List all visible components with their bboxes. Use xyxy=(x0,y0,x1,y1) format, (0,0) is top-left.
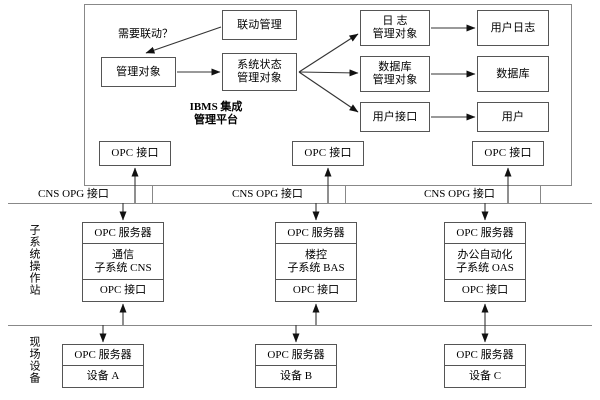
side-label-subsystem-station: 子系统操作站 xyxy=(28,224,40,296)
box-database-object[interactable]: 数据库 管理对象 xyxy=(360,56,430,92)
subsystem-cns[interactable]: OPC 服务器 通信 子系统 CNS OPC 接口 xyxy=(82,222,164,302)
device-b-name: 设备 B xyxy=(256,366,336,387)
device-a[interactable]: OPC 服务器 设备 A xyxy=(62,344,144,388)
platform-opc-interface-1-label: OPC 接口 xyxy=(111,147,159,160)
box-user-interface-object-label: 用户接口 xyxy=(372,110,418,123)
subsystem-bas-name-line2: 子系统 BAS xyxy=(287,261,345,274)
box-database-object-line2: 管理对象 xyxy=(372,74,418,86)
box-managed-object[interactable]: 管理对象 xyxy=(101,57,176,87)
subsystem-cns-server: OPC 服务器 xyxy=(83,223,163,245)
device-a-name: 设备 A xyxy=(63,366,143,387)
box-linkage-manager-label: 联动管理 xyxy=(237,18,282,31)
subsystem-oas-name: 办公自动化 子系统 OAS xyxy=(445,244,525,280)
subsystem-oas-iface-label: OPC 接口 xyxy=(461,283,509,296)
subsystem-oas-server-label: OPC 服务器 xyxy=(456,226,514,239)
bus-separator-2 xyxy=(345,186,346,203)
device-c-name: 设备 C xyxy=(445,366,525,387)
subsystem-bas-name: 楼控 子系统 BAS xyxy=(276,244,356,280)
subsystem-oas-iface: OPC 接口 xyxy=(445,280,525,301)
platform-opc-interface-3[interactable]: OPC 接口 xyxy=(472,141,544,166)
device-c-server: OPC 服务器 xyxy=(445,345,525,367)
subsystem-oas-name-line2: 子系统 OAS xyxy=(456,261,514,274)
box-linkage-manager[interactable]: 联动管理 xyxy=(222,10,297,40)
subsystem-bas-server-label: OPC 服务器 xyxy=(287,226,345,239)
device-c-server-label: OPC 服务器 xyxy=(456,348,514,361)
platform-opc-interface-2-label: OPC 接口 xyxy=(304,147,352,160)
box-log-object-line2: 管理对象 xyxy=(372,28,418,40)
platform-opc-interface-3-label: OPC 接口 xyxy=(484,147,532,160)
subsystem-bas-name-line1: 楼控 xyxy=(305,248,327,261)
box-user-log[interactable]: 用户日志 xyxy=(477,10,549,46)
bus-label-1: CNS OPG 接口 xyxy=(38,188,109,200)
subsystem-bas-iface-label: OPC 接口 xyxy=(292,283,340,296)
platform-title-line1: IBMS 集成 xyxy=(189,101,243,113)
subsystem-bas[interactable]: OPC 服务器 楼控 子系统 BAS OPC 接口 xyxy=(275,222,357,302)
bus-label-2: CNS OPG 接口 xyxy=(232,188,303,200)
box-log-object[interactable]: 日 志 管理对象 xyxy=(360,10,430,46)
subsystem-oas-name-line1: 办公自动化 xyxy=(457,248,513,261)
box-managed-object-label: 管理对象 xyxy=(116,65,161,78)
box-user[interactable]: 用户 xyxy=(477,102,549,132)
box-log-object-line1: 日 志 xyxy=(382,15,408,28)
platform-opc-interface-2[interactable]: OPC 接口 xyxy=(292,141,364,166)
platform-opc-interface-1[interactable]: OPC 接口 xyxy=(99,141,171,166)
box-system-state-object-line2: 管理对象 xyxy=(237,72,282,84)
box-system-state-object-line1: 系统状态 xyxy=(237,59,282,72)
bus-label-3: CNS OPG 接口 xyxy=(424,188,495,200)
box-database-object-line1: 数据库 xyxy=(378,61,412,74)
side-label-field-devices: 现场设备 xyxy=(28,336,40,384)
device-a-server-label: OPC 服务器 xyxy=(74,348,132,361)
box-user-interface-object[interactable]: 用户接口 xyxy=(360,102,430,132)
box-database[interactable]: 数据库 xyxy=(477,56,549,92)
box-database-label: 数据库 xyxy=(496,67,530,80)
bus-separator-1 xyxy=(152,186,153,203)
device-b-name-label: 设备 B xyxy=(279,370,313,383)
subsystem-oas[interactable]: OPC 服务器 办公自动化 子系统 OAS OPC 接口 xyxy=(444,222,526,302)
box-user-log-label: 用户日志 xyxy=(490,21,536,34)
subsystem-cns-iface-label: OPC 接口 xyxy=(99,283,147,296)
subsystem-cns-name-line1: 通信 xyxy=(112,248,134,261)
subsystem-bas-server: OPC 服务器 xyxy=(276,223,356,245)
box-system-state-object[interactable]: 系统状态 管理对象 xyxy=(222,53,297,91)
field-bus-line xyxy=(8,325,592,326)
subsystem-cns-name-line2: 子系统 CNS xyxy=(94,261,152,274)
subsystem-bas-iface: OPC 接口 xyxy=(276,280,356,301)
box-user-label: 用户 xyxy=(501,110,525,123)
cns-opg-bus-line xyxy=(8,203,592,204)
subsystem-cns-name: 通信 子系统 CNS xyxy=(83,244,163,280)
platform-title-line2: 管理平台 xyxy=(194,114,238,126)
device-b-server-label: OPC 服务器 xyxy=(267,348,325,361)
device-a-server: OPC 服务器 xyxy=(63,345,143,367)
device-b-server: OPC 服务器 xyxy=(256,345,336,367)
device-c-name-label: 设备 C xyxy=(468,370,502,383)
device-c[interactable]: OPC 服务器 设备 C xyxy=(444,344,526,388)
device-b[interactable]: OPC 服务器 设备 B xyxy=(255,344,337,388)
subsystem-cns-server-label: OPC 服务器 xyxy=(94,226,152,239)
device-a-name-label: 设备 A xyxy=(86,370,120,383)
bus-separator-3 xyxy=(540,186,541,203)
subsystem-oas-server: OPC 服务器 xyxy=(445,223,525,245)
linkage-condition-label: 需要联动？ xyxy=(118,28,173,40)
subsystem-cns-iface: OPC 接口 xyxy=(83,280,163,301)
